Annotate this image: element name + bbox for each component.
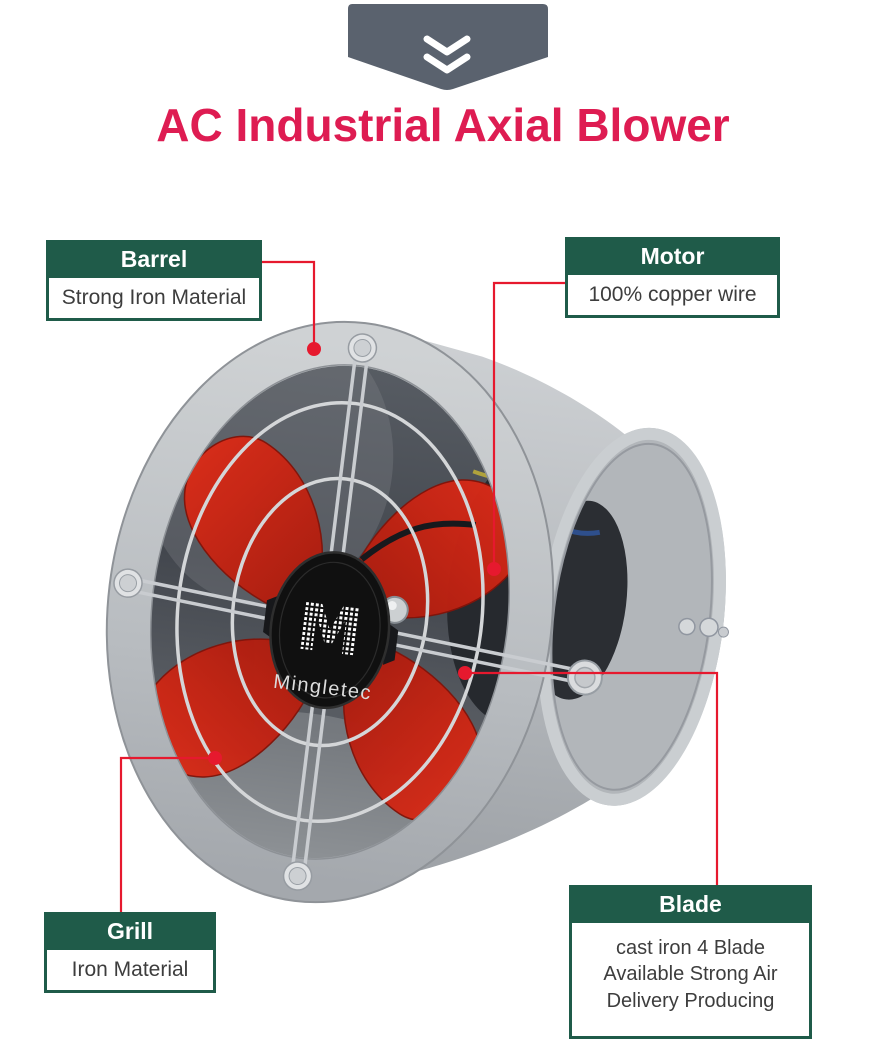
- double-chevron-down-icon: [423, 35, 471, 74]
- callout-barrel: Barrel Strong Iron Material: [46, 240, 262, 322]
- fan-illustration: M Mingletec: [105, 320, 729, 904]
- hub-logo-mark: M: [293, 587, 368, 671]
- page-title: AC Industrial Axial Blower: [156, 99, 730, 151]
- callout-motor: Motor 100% copper wire: [565, 237, 780, 319]
- fan-hub: M Mingletec: [263, 551, 409, 710]
- callout-blade: Blade cast iron 4 Blade Available Strong…: [569, 885, 812, 1040]
- fan-power-cable: [359, 520, 477, 562]
- callout-grill-body: Iron Material: [47, 950, 213, 991]
- callout-grill-title: Grill: [47, 915, 213, 950]
- banner-ribbon: [348, 4, 548, 90]
- callout-blade-title: Blade: [572, 888, 809, 923]
- callout-grill: Grill Iron Material: [44, 912, 216, 994]
- callout-motor-title: Motor: [568, 240, 777, 275]
- callout-motor-body: 100% copper wire: [568, 275, 777, 316]
- callout-barrel-title: Barrel: [49, 243, 259, 278]
- callout-blade-body: cast iron 4 Blade Available Strong Air D…: [572, 923, 809, 1037]
- callout-barrel-body: Strong Iron Material: [49, 278, 259, 319]
